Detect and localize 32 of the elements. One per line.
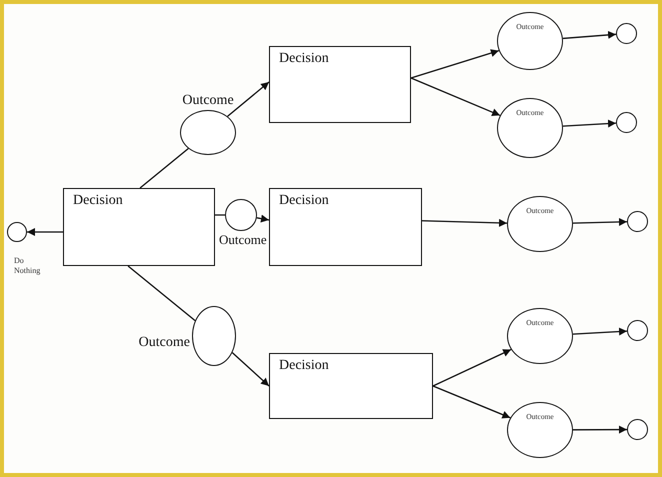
arrow [573,426,627,434]
node-label: Outcome [182,93,234,109]
node-label: Decision [73,193,123,209]
arrow [562,30,616,40]
arrow [232,352,270,386]
decision-box [269,46,411,123]
end-circle [616,112,637,133]
arrow [572,328,628,336]
node-caption: Do Nothing [14,256,42,277]
arrow [27,228,63,236]
arrow [572,218,628,226]
decision-box [269,188,422,266]
arrow [422,218,508,227]
end-circle [627,320,648,341]
node-label: Decision [279,358,329,374]
end-circle [7,222,27,242]
arrow [562,120,616,128]
decision-box [63,188,215,266]
arrow [410,77,500,116]
arrow [227,82,270,117]
decision-box [269,353,433,419]
arrow [432,348,512,387]
arrow [256,214,270,223]
arrow [410,49,500,79]
end-circle [616,23,637,44]
end-circle [627,419,648,440]
node-label: Outcome [138,335,190,351]
end-circle [627,211,648,232]
arrow [432,385,511,418]
node-label: Decision [279,193,329,209]
node-label: Outcome [219,232,267,248]
node-label: Decision [279,51,329,67]
